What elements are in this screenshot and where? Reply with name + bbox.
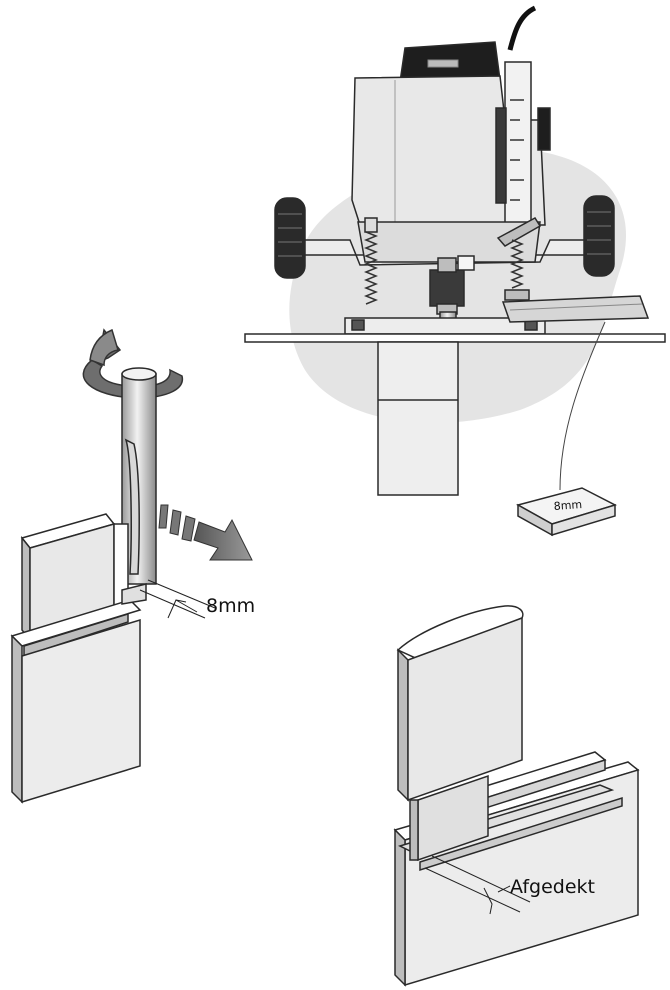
joint-tenon-panel bbox=[396, 605, 524, 862]
workpiece-vertical bbox=[377, 341, 459, 496]
groove-width-label: 8mm bbox=[206, 595, 255, 617]
panel-lower bbox=[10, 583, 147, 804]
depth-lever bbox=[496, 217, 542, 247]
feed-direction-arrow-icon bbox=[158, 504, 253, 561]
guide-template bbox=[501, 295, 650, 323]
collet bbox=[429, 269, 465, 307]
cover-dimension bbox=[424, 855, 531, 915]
depth-scale bbox=[504, 61, 532, 233]
leader-line bbox=[559, 321, 606, 491]
right-handle bbox=[583, 195, 615, 277]
template-gauge-block bbox=[516, 487, 617, 537]
vent-grille bbox=[427, 59, 459, 68]
template-gauge-label: 8mm bbox=[553, 498, 582, 513]
groove-dimension bbox=[139, 579, 216, 619]
side-vent bbox=[537, 107, 551, 151]
rotation-arrow-icon bbox=[82, 328, 184, 399]
router-bit-closeup bbox=[121, 367, 157, 585]
left-handle bbox=[274, 197, 306, 279]
work-surface bbox=[244, 333, 666, 343]
power-cord bbox=[507, 5, 537, 51]
covered-label: Afgedekt bbox=[510, 876, 595, 898]
router-tool-icon bbox=[274, 5, 650, 423]
